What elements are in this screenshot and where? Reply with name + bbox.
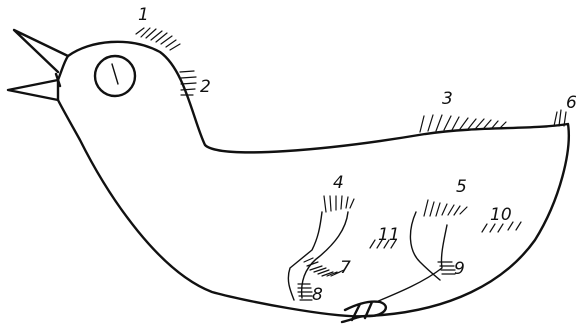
tail-feather-tract (554, 110, 566, 126)
rear-leg (376, 200, 467, 302)
eye (95, 56, 135, 96)
label-2: 2 (200, 77, 211, 97)
label-7: 7 (340, 258, 351, 278)
label-3: 3 (442, 89, 453, 109)
label-4: 4 (333, 173, 344, 193)
feet (342, 302, 386, 322)
label-1: 1 (138, 5, 149, 25)
label-11: 11 (378, 225, 400, 245)
label-5: 5 (456, 177, 467, 197)
crown-feather-tract (136, 28, 180, 50)
label-10: 10 (490, 205, 512, 225)
label-8: 8 (312, 285, 323, 305)
label-9: 9 (454, 259, 465, 279)
label-6: 6 (566, 93, 577, 113)
